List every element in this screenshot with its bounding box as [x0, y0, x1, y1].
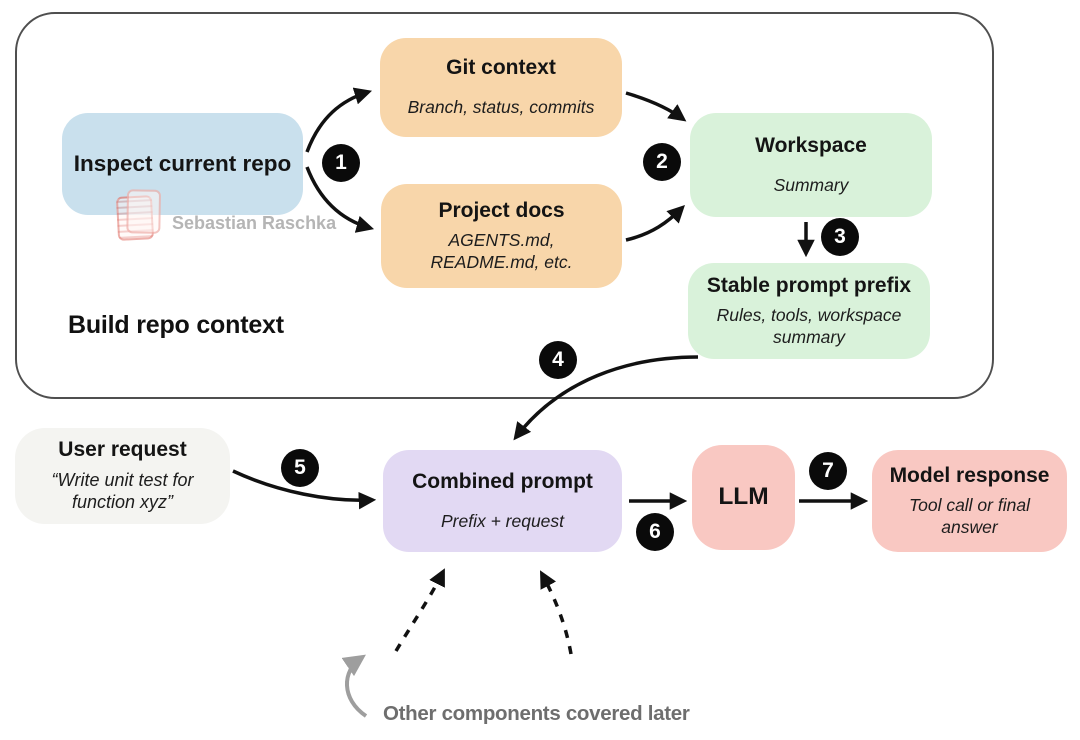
step-badge-2: 2 — [643, 143, 681, 181]
node-subtitle: Summary — [773, 174, 849, 195]
node-subtitle: Tool call or final answer — [909, 495, 1030, 537]
step-badge-3: 3 — [821, 218, 859, 256]
node-title: LLM — [718, 483, 769, 511]
node-title: Model response — [889, 464, 1050, 488]
node-project-docs: Project docs AGENTS.md, README.md, etc. — [381, 184, 622, 288]
watermark-stamp-icon — [115, 195, 155, 241]
node-stable-prompt-prefix: Stable prompt prefix Rules, tools, works… — [688, 263, 930, 359]
node-subtitle: Rules, tools, workspace summary — [716, 305, 902, 347]
watermark-author: Sebastian Raschka — [172, 213, 337, 233]
node-llm: LLM — [692, 445, 795, 550]
node-title: Combined prompt — [412, 469, 593, 493]
node-title: Project docs — [438, 199, 565, 223]
node-workspace: Workspace Summary — [690, 113, 932, 217]
annotation-other-components: Other components covered later — [383, 702, 690, 725]
step-badge-5: 5 — [281, 449, 319, 487]
node-combined-prompt: Combined prompt Prefix + request — [383, 450, 622, 552]
step-badge-4: 4 — [539, 341, 577, 379]
node-title: Stable prompt prefix — [706, 274, 912, 298]
node-subtitle: “Write unit test for function xyz” — [51, 469, 194, 512]
gray-annotation-arrow — [341, 654, 368, 718]
node-subtitle: Branch, status, commits — [407, 97, 595, 118]
step-badge-6: 6 — [636, 513, 674, 551]
node-title: Workspace — [755, 133, 867, 157]
node-subtitle: Prefix + request — [440, 510, 565, 531]
dashed-arrow-left-to-combined-prompt — [394, 568, 445, 652]
node-inspect-current-repo: Inspect current repo — [62, 113, 303, 215]
node-title: Inspect current repo — [73, 151, 292, 177]
section-label-build-repo-context: Build repo context — [68, 311, 284, 339]
node-model-response: Model response Tool call or final answer — [872, 450, 1067, 552]
node-user-request: User request “Write unit test for functi… — [15, 428, 230, 524]
step-badge-1: 1 — [322, 144, 360, 182]
step-badge-7: 7 — [809, 452, 847, 490]
node-subtitle: AGENTS.md, README.md, etc. — [430, 230, 573, 272]
node-git-context: Git context Branch, status, commits — [380, 38, 622, 137]
dashed-arrow-right-to-combined-prompt — [540, 570, 573, 655]
node-title: User request — [58, 438, 187, 462]
node-title: Git context — [446, 56, 556, 80]
